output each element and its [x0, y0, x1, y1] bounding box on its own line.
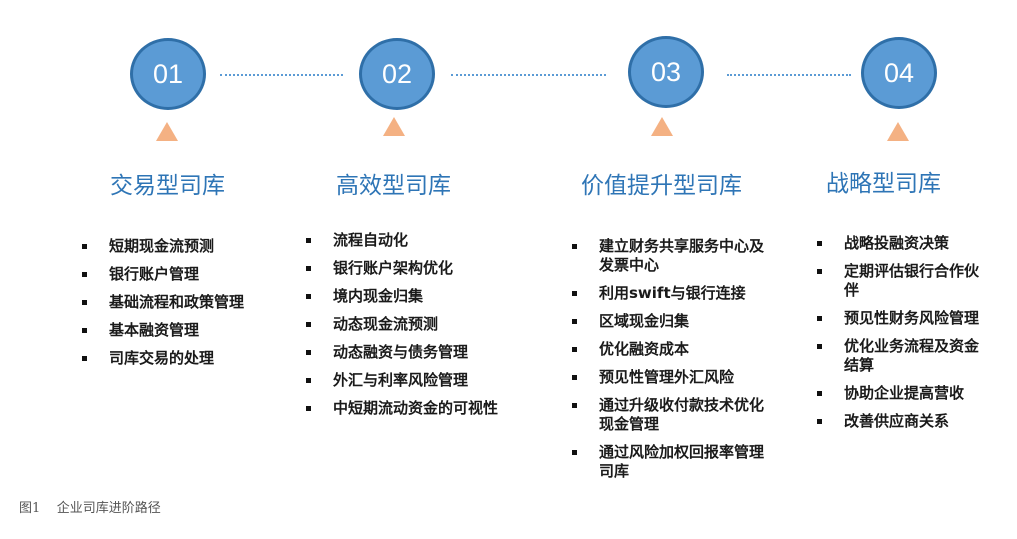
list-item: 基本融资管理 [80, 321, 280, 340]
list-item: 短期现金流预测 [80, 237, 280, 256]
list-item: 利用swift与银行连接 [570, 284, 770, 303]
list-item: 司库交易的处理 [80, 349, 280, 368]
list-item: 通过升级收付款技术优化现金管理 [570, 396, 770, 434]
list-item: 银行账户架构优化 [304, 259, 534, 278]
stage-1-title: 交易型司库 [110, 173, 225, 199]
list-item: 优化融资成本 [570, 340, 770, 359]
connector-2-3 [451, 74, 606, 76]
stage-1-circle: 01 [130, 38, 206, 110]
list-item: 战略投融资决策 [815, 234, 985, 253]
list-item: 中短期流动资金的可视性 [304, 399, 534, 418]
list-item: 建立财务共享服务中心及发票中心 [570, 237, 770, 275]
stage-3-list: 建立财务共享服务中心及发票中心 利用swift与银行连接 区域现金归集 优化融资… [570, 237, 770, 490]
connector-1-2 [220, 74, 343, 76]
list-item: 协助企业提高营收 [815, 384, 985, 403]
list-item: 改善供应商关系 [815, 412, 985, 431]
stage-4-list: 战略投融资决策 定期评估银行合作伙伴 预见性财务风险管理 优化业务流程及资金结算… [815, 234, 985, 440]
list-item: 外汇与利率风险管理 [304, 371, 534, 390]
list-item: 预见性财务风险管理 [815, 309, 985, 328]
stage-3-triangle-marker [651, 117, 673, 136]
stage-2-list: 流程自动化 银行账户架构优化 境内现金归集 动态现金流预测 动态融资与债务管理 … [304, 231, 534, 427]
stage-2-title: 高效型司库 [336, 173, 451, 199]
list-item: 区域现金归集 [570, 312, 770, 331]
list-item: 通过风险加权回报率管理司库 [570, 443, 770, 481]
connector-3-4 [727, 74, 851, 76]
stage-3-circle: 03 [628, 36, 704, 108]
list-item: 动态融资与债务管理 [304, 343, 534, 362]
figure-caption: 图1 企业司库进阶路径 [19, 501, 161, 516]
stage-4-title: 战略型司库 [826, 171, 941, 197]
list-item: 银行账户管理 [80, 265, 280, 284]
stage-2-circle: 02 [359, 38, 435, 110]
list-item: 定期评估银行合作伙伴 [815, 262, 985, 300]
list-item: 动态现金流预测 [304, 315, 534, 334]
stage-4-circle: 04 [861, 37, 937, 109]
stage-1-triangle-marker [156, 122, 178, 141]
list-item: 基础流程和政策管理 [80, 293, 280, 312]
stage-1-list: 短期现金流预测 银行账户管理 基础流程和政策管理 基本融资管理 司库交易的处理 [80, 237, 280, 377]
stage-2-triangle-marker [383, 117, 405, 136]
list-item: 预见性管理外汇风险 [570, 368, 770, 387]
stage-4-triangle-marker [887, 122, 909, 141]
list-item: 境内现金归集 [304, 287, 534, 306]
list-item: 优化业务流程及资金结算 [815, 337, 985, 375]
stage-3-title: 价值提升型司库 [581, 173, 742, 199]
list-item: 流程自动化 [304, 231, 534, 250]
